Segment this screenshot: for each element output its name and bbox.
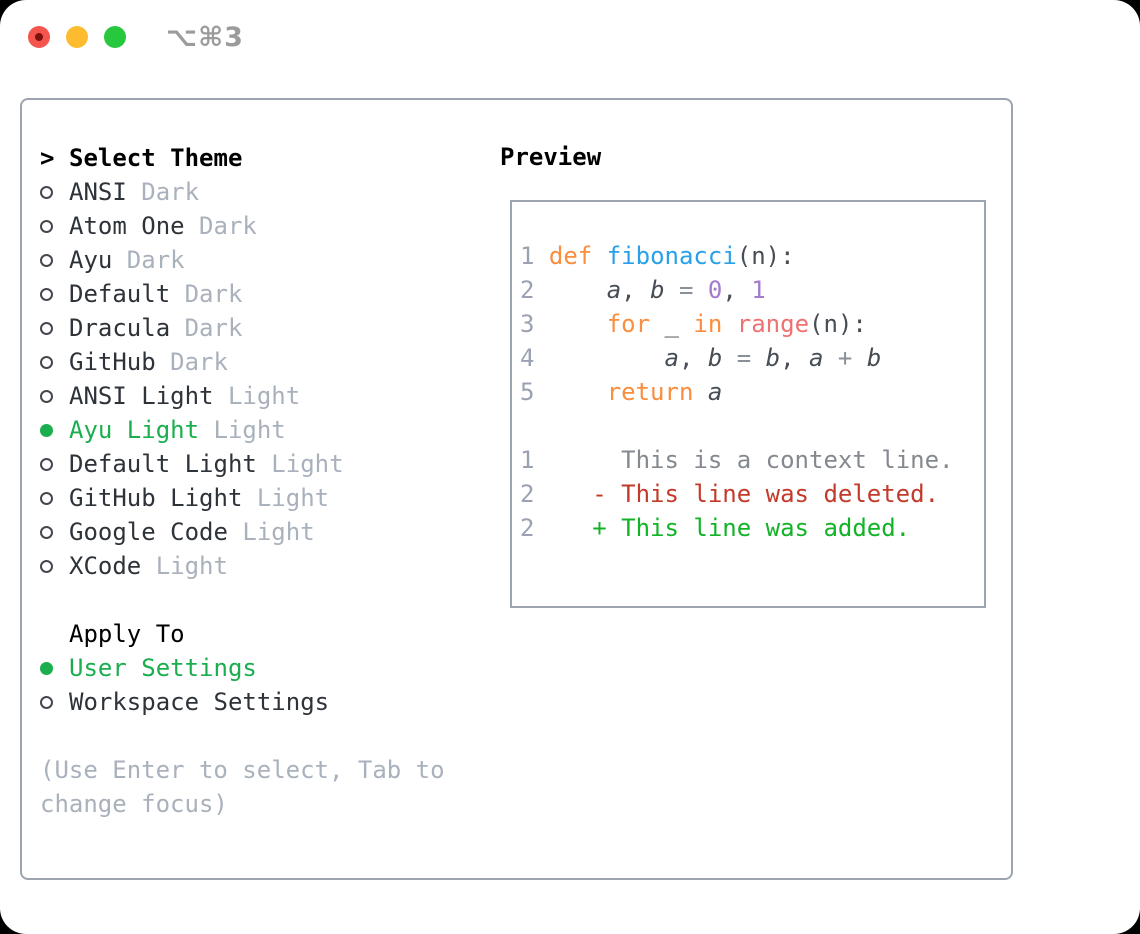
close-button-dot-icon bbox=[35, 33, 43, 41]
apply-option-user-settings[interactable]: User Settings bbox=[40, 651, 329, 685]
theme-option-xcode-light[interactable]: XCode Light bbox=[40, 549, 344, 583]
radio-unselected-icon bbox=[40, 355, 53, 369]
option-label: Google Code bbox=[69, 518, 228, 546]
option-label: ANSI Light bbox=[69, 382, 214, 410]
radio-unselected-icon bbox=[40, 321, 53, 335]
option-label: Atom One bbox=[69, 212, 185, 240]
preview-box: 1 def fibonacci(n): 2 a, b = 0, 1 3 for _ … bbox=[510, 200, 986, 608]
select-theme-heading: > Select Theme bbox=[40, 141, 344, 175]
radio-unselected-icon bbox=[40, 185, 53, 199]
radio-unselected-icon bbox=[40, 253, 53, 267]
radio-unselected-icon bbox=[40, 389, 53, 403]
radio-unselected-icon bbox=[40, 219, 53, 233]
option-label: Ayu bbox=[69, 246, 113, 274]
apply-to-heading: Apply To bbox=[40, 617, 329, 651]
option-label: Dracula bbox=[69, 314, 171, 342]
option-label: GitHub bbox=[69, 348, 156, 376]
window-shortcut-label: ⌥⌘3 bbox=[166, 22, 244, 53]
option-label: Ayu Light bbox=[69, 416, 200, 444]
theme-option-default-light-light[interactable]: Default Light Light bbox=[40, 447, 344, 481]
theme-option-google-code-light[interactable]: Google Code Light bbox=[40, 515, 344, 549]
theme-option-dracula-dark[interactable]: Dracula Dark bbox=[40, 311, 344, 345]
close-button[interactable] bbox=[28, 26, 50, 48]
preview-heading: Preview bbox=[500, 143, 602, 171]
option-variant-label: Light bbox=[213, 382, 301, 410]
hint-line: change focus) bbox=[40, 790, 228, 818]
radio-unselected-icon bbox=[40, 287, 53, 301]
option-label: Default Light bbox=[69, 450, 257, 478]
radio-selected-icon bbox=[40, 661, 53, 675]
zoom-button[interactable] bbox=[104, 26, 126, 48]
option-label: Workspace Settings bbox=[69, 688, 330, 716]
apply-to-heading-label: Apply To bbox=[69, 620, 185, 648]
theme-option-ayu-dark[interactable]: Ayu Dark bbox=[40, 243, 344, 277]
radio-unselected-icon bbox=[40, 525, 53, 539]
focus-caret-icon: > bbox=[40, 144, 55, 172]
radio-unselected-icon bbox=[40, 695, 53, 709]
radio-unselected-icon bbox=[40, 559, 53, 573]
code-line: 4 a, b = b, a + b bbox=[520, 344, 882, 372]
code-line: 1 def fibonacci(n): bbox=[520, 242, 795, 270]
theme-option-atom-one-dark[interactable]: Atom One Dark bbox=[40, 209, 344, 243]
keyboard-hint: (Use Enter to select, Tab to change focu… bbox=[40, 753, 445, 821]
code-line: 2 a, b = 0, 1 bbox=[520, 276, 766, 304]
code-line bbox=[520, 409, 984, 443]
option-variant-label: Light bbox=[256, 450, 344, 478]
theme-option-ayu-light-light[interactable]: Ayu Light Light bbox=[40, 413, 344, 447]
option-variant-label: Dark bbox=[184, 212, 257, 240]
titlebar: ⌥⌘3 bbox=[0, 0, 1140, 74]
theme-option-default-dark[interactable]: Default Dark bbox=[40, 277, 344, 311]
code-line: 1 This is a context line. bbox=[520, 446, 954, 474]
apply-option-workspace-settings[interactable]: Workspace Settings bbox=[40, 685, 329, 719]
option-variant-label: Dark bbox=[170, 314, 243, 342]
option-variant-label: Dark bbox=[170, 280, 243, 308]
code-line: 3 for _ in range(n): bbox=[520, 310, 867, 338]
theme-option-github-light-light[interactable]: GitHub Light Light bbox=[40, 481, 344, 515]
theme-option-ansi-light-light[interactable]: ANSI Light Light bbox=[40, 379, 344, 413]
theme-option-ansi-dark[interactable]: ANSI Dark bbox=[40, 175, 344, 209]
option-variant-label: Dark bbox=[112, 246, 185, 274]
theme-option-github-dark[interactable]: GitHub Dark bbox=[40, 345, 344, 379]
option-variant-label: Dark bbox=[155, 348, 228, 376]
radio-unselected-icon bbox=[40, 491, 53, 505]
option-label: XCode bbox=[69, 552, 142, 580]
code-preview: 1 def fibonacci(n): 2 a, b = 0, 1 3 for _ … bbox=[512, 202, 984, 545]
option-label: GitHub Light bbox=[69, 484, 243, 512]
option-label: User Settings bbox=[69, 654, 257, 682]
hint-line: (Use Enter to select, Tab to bbox=[40, 756, 445, 784]
option-label: ANSI bbox=[69, 178, 127, 206]
radio-selected-icon bbox=[40, 423, 53, 437]
code-line: 5 return a bbox=[520, 378, 723, 406]
code-line: 2 + This line was added. bbox=[520, 514, 911, 542]
select-theme-heading-label: Select Theme bbox=[69, 144, 243, 172]
option-variant-label: Light bbox=[199, 416, 286, 444]
option-variant-label: Light bbox=[242, 484, 330, 512]
radio-unselected-icon bbox=[40, 457, 53, 471]
minimize-button[interactable] bbox=[66, 26, 88, 48]
code-line: 2 - This line was deleted. bbox=[520, 480, 940, 508]
option-variant-label: Light bbox=[227, 518, 315, 546]
option-variant-label: Dark bbox=[126, 178, 200, 206]
option-label: Default bbox=[69, 280, 171, 308]
option-variant-label: Light bbox=[141, 552, 228, 580]
